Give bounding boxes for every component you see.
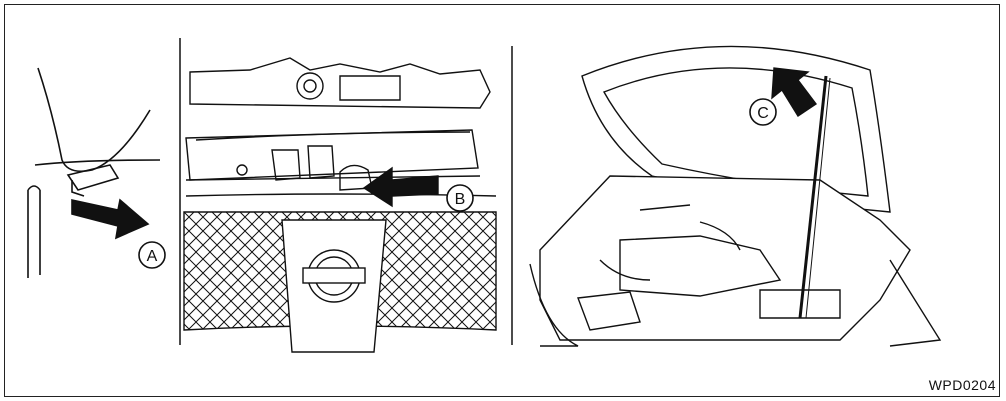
latch-bolt bbox=[236, 164, 248, 176]
headlight bbox=[577, 291, 641, 331]
engine-cover bbox=[619, 235, 782, 297]
reservoir-cap-inner bbox=[303, 79, 317, 93]
reservoir-cap bbox=[296, 72, 324, 100]
lever-handle bbox=[71, 180, 85, 197]
panel-hood-support bbox=[529, 45, 942, 347]
engine-parts bbox=[599, 204, 841, 319]
hood-serration bbox=[195, 131, 471, 141]
callout-a: A bbox=[138, 241, 166, 269]
dash-edge bbox=[37, 67, 151, 173]
callout-a-label: A bbox=[147, 248, 158, 265]
latch-arrow-b bbox=[362, 166, 439, 208]
emblem-bar bbox=[302, 267, 366, 284]
callout-b-circle bbox=[446, 184, 474, 212]
dash-lower-edge bbox=[34, 159, 161, 166]
figure-reference-code: WPD0204 bbox=[928, 377, 996, 393]
fender-right bbox=[889, 259, 942, 347]
callout-b: B bbox=[446, 184, 474, 212]
rod-arrow-c bbox=[771, 67, 818, 117]
lever-arrow-a bbox=[71, 198, 150, 240]
callout-b-label: B bbox=[455, 191, 466, 208]
fender-left bbox=[529, 263, 579, 347]
support-rod-edge bbox=[805, 77, 831, 319]
lever-body bbox=[66, 164, 120, 191]
callout-a-circle bbox=[138, 241, 166, 269]
callout-c-circle bbox=[749, 98, 777, 126]
callout-c-label: C bbox=[757, 105, 769, 122]
door-pillar bbox=[27, 185, 41, 278]
callout-c: C bbox=[749, 98, 777, 126]
hood-panel bbox=[581, 45, 891, 213]
panel-secondary-latch bbox=[183, 57, 497, 353]
figure-frame bbox=[4, 4, 1000, 397]
panel-release-lever bbox=[27, 67, 161, 278]
hood-inner-frame bbox=[603, 67, 869, 197]
support-rod bbox=[798, 75, 828, 319]
component-box bbox=[339, 75, 401, 101]
